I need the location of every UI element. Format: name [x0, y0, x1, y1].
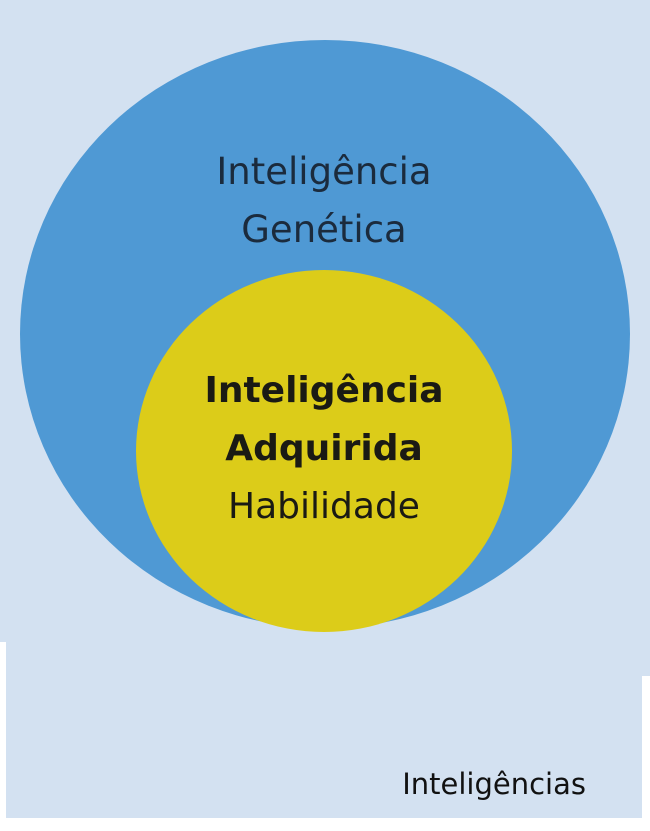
skill-label: Habilidade [228, 486, 420, 527]
acquired-intelligence-line-2: Adquirida [225, 428, 423, 469]
diagram-caption: Inteligências [402, 767, 586, 801]
acquired-intelligence-label: Inteligência Adquirida Habilidade [136, 362, 512, 536]
genetic-intelligence-line-1: Inteligência [216, 150, 432, 193]
genetic-intelligence-line-2: Genética [241, 208, 407, 251]
genetic-intelligence-label: Inteligência Genética [130, 143, 518, 259]
edge-mask-left [0, 642, 6, 818]
acquired-intelligence-line-1: Inteligência [204, 370, 444, 411]
edge-mask-right [642, 676, 650, 818]
acquired-intelligence-circle [136, 270, 512, 632]
